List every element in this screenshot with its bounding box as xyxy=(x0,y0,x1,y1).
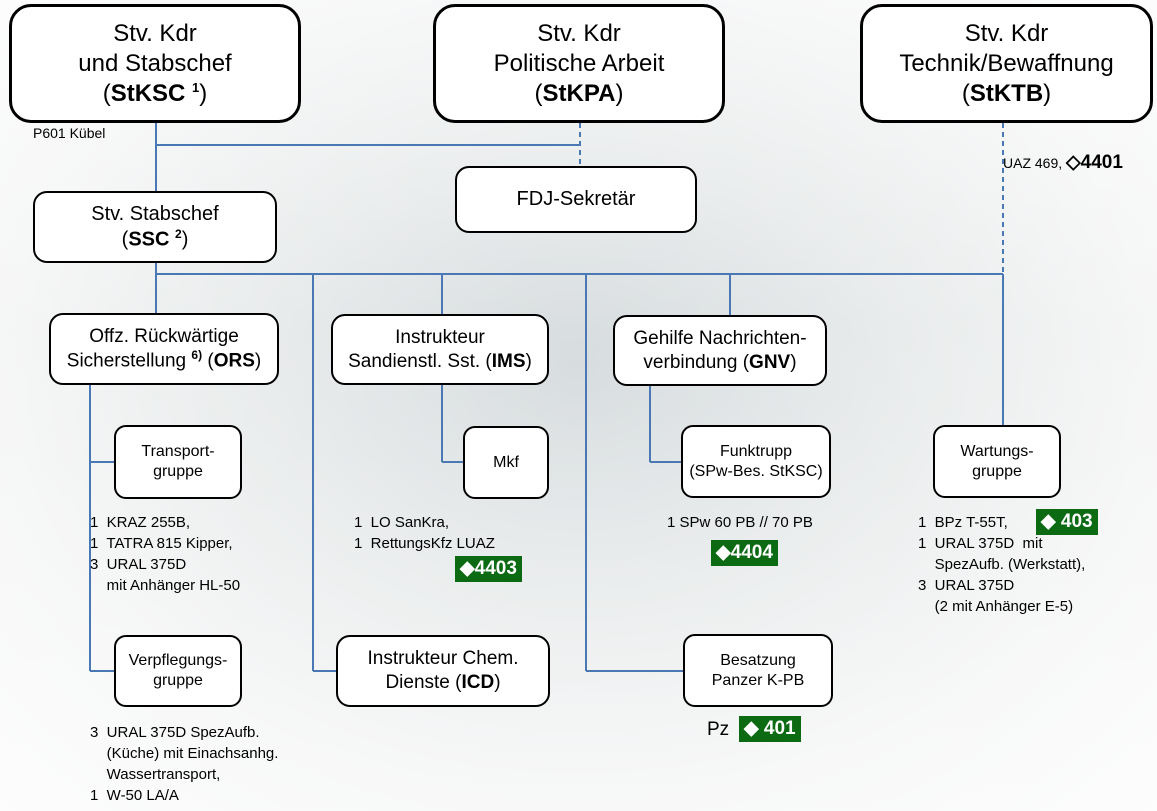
wartung-equipment-list: 1 URAL 375D mit SpezAufb. (Werkstatt), 3… xyxy=(918,535,1086,615)
verpflegung-equipment-list: 3 URAL 375D SpezAufb. (Küche) mit Einach… xyxy=(90,724,279,804)
node-stktb: Stv. Kdr Technik/Bewaffnung (StKTB) xyxy=(860,4,1153,123)
node-ims: Instrukteur Sandienstl. Sst. (IMS) xyxy=(331,314,549,385)
node-verpflegung: Verpflegungs- gruppe xyxy=(114,635,242,707)
node-mkf: Mkf xyxy=(463,426,549,499)
besatzung-prefix: Pz xyxy=(707,719,730,740)
stksc-footnote: 1 xyxy=(192,79,200,95)
ors-abbr: ORS xyxy=(213,350,255,372)
node-stkpa: Stv. Kdr Politische Arbeit (StKPA) xyxy=(433,4,725,123)
wartung-first-item: 1 BPz T-55T, xyxy=(918,514,1008,531)
mkf-equipment-list: 1 LO SanKra, 1 RettungsKfz LUAZ xyxy=(354,514,495,552)
diamond-filled-icon: ◆ xyxy=(744,718,759,739)
wartung-code-badge: ◆ 403 xyxy=(1036,509,1098,535)
funk-equipment-list: 1 SPw 60 PB // 70 PB xyxy=(667,514,813,531)
stksc-abbr: StKSC xyxy=(110,79,186,107)
stktb-abbr: StKTB xyxy=(969,79,1044,107)
node-ors: Offz. Rückwärtige Sicherstellung 6) (ORS… xyxy=(49,313,279,385)
diamond-filled-icon: ◆ xyxy=(1041,511,1056,532)
node-gnv: Gehilfe Nachrichten- verbindung (GNV) xyxy=(613,315,827,386)
diamond-outline-icon: ◇ xyxy=(1066,152,1081,173)
ims-abbr: IMS xyxy=(491,350,526,372)
node-funktrupp: Funktrupp (SPw-Bes. StKSC) xyxy=(681,425,831,498)
stksc-vehicle: P601 Kübel xyxy=(33,125,106,141)
transport-equipment-list: 1 KRAZ 255B, 1 TATRA 815 Kipper, 3 URAL … xyxy=(90,514,241,594)
gnv-abbr: GNV xyxy=(749,351,791,373)
diamond-filled-icon: ◆ xyxy=(460,558,475,579)
stktb-code: 4401 xyxy=(1080,152,1123,173)
node-stksc: Stv. Kdr und Stabschef (StKSC 1) xyxy=(9,4,301,123)
node-fdj: FDJ-Sekretär xyxy=(455,166,697,233)
ssc-footnote: 2 xyxy=(175,226,182,241)
stkpa-abbr: StKPA xyxy=(542,79,616,107)
node-ssc: Stv. Stabschef (SSC 2) xyxy=(33,191,277,263)
node-icd: Instrukteur Chem. Dienste (ICD) xyxy=(336,635,550,707)
besatzung-code-badge: ◆ 401 xyxy=(739,716,801,742)
funk-code-badge: ◆4404 xyxy=(711,540,778,566)
ors-footnote: 6) xyxy=(191,348,203,363)
node-besatzung: Besatzung Panzer K-PB xyxy=(683,634,833,707)
ssc-abbr: SSC xyxy=(128,228,170,251)
node-transport: Transport- gruppe xyxy=(114,425,242,499)
icd-abbr: ICD xyxy=(461,672,495,693)
stktb-vehicle: UAZ 469, xyxy=(1003,155,1063,171)
stktb-vehicle-line: UAZ 469, ◇4401 xyxy=(1003,152,1123,174)
node-wartung: Wartungs- gruppe xyxy=(933,425,1061,498)
mkf-code-badge: ◆4403 xyxy=(455,556,522,582)
diamond-filled-icon: ◆ xyxy=(716,542,731,563)
